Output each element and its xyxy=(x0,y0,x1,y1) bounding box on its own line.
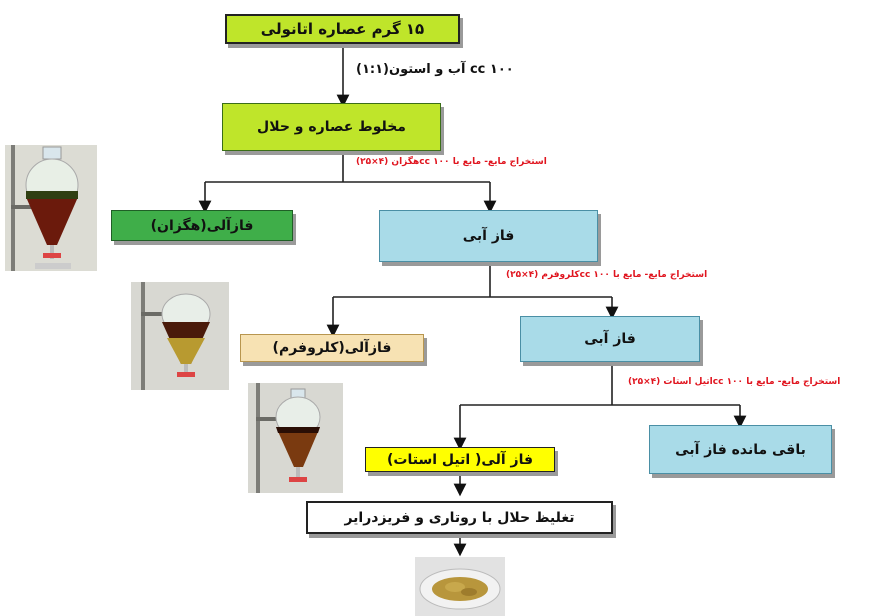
start-text: ۱۵ گرم عصاره اتانولی xyxy=(260,20,425,38)
concentrate-text: تغلیظ حلال با روتاری و فریزدرایر xyxy=(344,509,575,526)
organic-chloroform-box: فازآلی(کلروفرم) xyxy=(240,334,424,362)
funnel-photo-hexane xyxy=(5,145,97,271)
organic-ethylacetate-box: فاز آلی( اتیل استات) xyxy=(365,447,555,472)
remaining-aqueous-box: باقی مانده فاز آبی xyxy=(649,425,832,474)
extract3-note: استخراج مایع- مایع با cc ۱۰۰اتیل استات (… xyxy=(628,377,841,387)
step1-label: ۱۰۰ cc آب و استون(۱:۱) xyxy=(356,62,514,77)
aqueous2-text: فاز آبی xyxy=(584,331,636,347)
aqueous1-text: فاز آبی xyxy=(462,228,515,244)
concentrate-box: تغلیظ حلال با روتاری و فریزدرایر xyxy=(306,501,613,534)
organic-hexane-text: فازآلی(هگزان) xyxy=(150,217,254,234)
aqueous2-box: فاز آبی xyxy=(520,316,700,362)
organic-ethylacetate-text: فاز آلی( اتیل استات) xyxy=(387,451,533,468)
start-box: ۱۵ گرم عصاره اتانولی xyxy=(225,14,460,44)
mixture-text: مخلوط عصاره و حلال xyxy=(257,119,406,135)
organic-chloroform-text: فازآلی(کلروفرم) xyxy=(272,340,392,356)
aqueous1-box: فاز آبی xyxy=(379,210,598,262)
remaining-aqueous-text: باقی مانده فاز آبی xyxy=(675,441,806,458)
funnel-photo-ethylacetate xyxy=(248,383,343,493)
extract1-note: استخراج مایع- مایع با cc ۱۰۰هگزان (۴×۲۵) xyxy=(356,157,547,167)
funnel-photo-chloroform xyxy=(131,282,229,390)
organic-hexane-box: فازآلی(هگزان) xyxy=(111,210,293,241)
extract2-note: استخراج مایع- مایع با cc ۱۰۰کلروفرم (۴×۲… xyxy=(506,270,708,280)
dried-extract-photo xyxy=(415,557,505,616)
mixture-box: مخلوط عصاره و حلال xyxy=(222,103,441,151)
